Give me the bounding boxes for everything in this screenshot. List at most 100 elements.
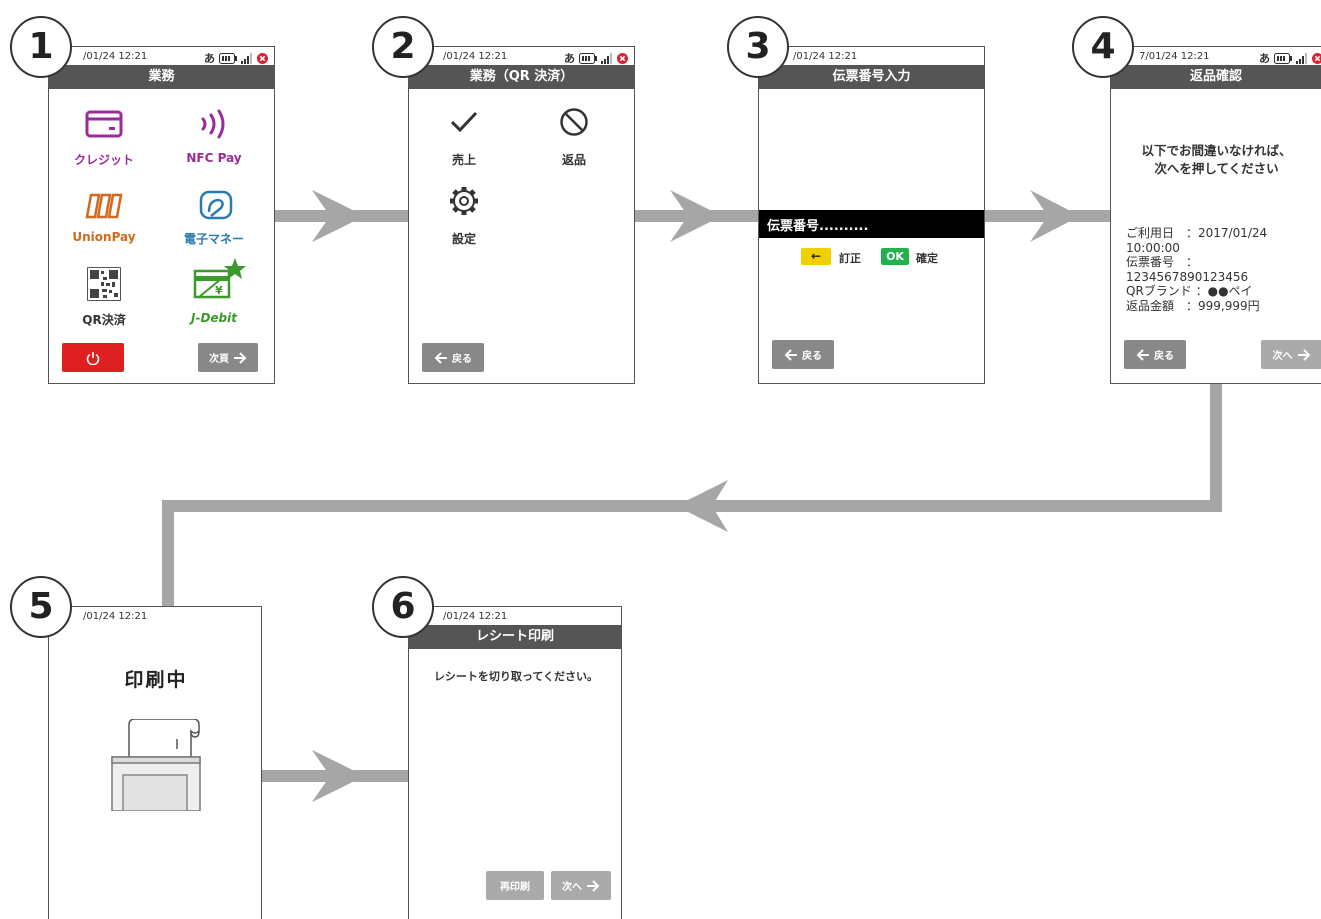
menu-item-sales[interactable]: 売上 [451,153,476,167]
menu-item-refund[interactable]: 返品 [561,153,586,167]
step-badge-1: 1 [10,16,72,78]
power-icon [86,351,100,365]
status-time: /01/24 12:21 [83,51,148,62]
arrow-right-icon [587,879,600,892]
flow-arrow-2-3 [670,190,722,242]
error-icon [1312,52,1321,64]
status-bar: 7/01/24 12:21 あ [1111,47,1321,66]
emoney-icon [199,190,233,220]
arrow-left-icon [1136,348,1149,361]
screen-2-qr-menu: /01/24 12:21 あ 業務（QR 決済） 売上 返品 設定 戻る [408,46,635,384]
jdebit-icon: ¥ [193,258,246,299]
detail-line: 伝票番号 ： [1126,255,1199,269]
slip-number-input[interactable]: 伝票番号.......... [759,210,984,238]
tile-label-unionpay[interactable]: UnionPay [72,230,136,244]
next-page-button[interactable]: 次頁 [198,343,258,372]
battery-icon [1274,52,1292,64]
battery-icon [219,52,237,64]
screen-title: 業務（QR 決済） [409,65,634,89]
status-time: /01/24 12:21 [793,51,858,62]
back-label: 戻る [1154,351,1174,362]
screen-5-printing: /01/24 12:21 印刷中 [48,606,262,919]
refund-details: ご利用日 ：2017/01/24 10:00:00 伝票番号 ： 1234567… [1126,226,1267,313]
power-button[interactable] [62,343,124,372]
step-badge-6: 6 [372,576,434,638]
back-button[interactable]: 戻る [772,340,834,369]
back-button[interactable]: 戻る [422,343,484,372]
arrow-left-icon [784,348,797,361]
signal-icon [1296,52,1307,64]
next-label: 次へ [1272,351,1293,362]
screen-title: 返品確認 [1111,65,1321,89]
detail-line: ご利用日 ：2017/01/24 [1126,226,1268,240]
ok-key[interactable]: OK [881,248,909,265]
error-icon [617,52,628,64]
back-button[interactable]: 戻る [1124,340,1186,369]
gear-icon [450,187,478,215]
flow-line-4-5 [162,384,1222,606]
signal-icon [601,52,612,64]
detail-line: 返品金額 ：999,999円 [1126,298,1260,313]
tile-label-credit[interactable]: クレジット [73,153,134,167]
tile-label-emoney[interactable]: 電子マネー [183,232,244,246]
qr-code-icon [87,267,121,301]
receipt-message: レシートを切り取ってください。 [433,670,599,683]
status-bar: /01/24 12:21 [409,607,621,626]
unionpay-icon [85,193,123,219]
menu-item-settings[interactable]: 設定 [451,232,476,246]
arrow-right-icon [234,351,247,364]
confirm-message-line2: 次へを押してください [1154,161,1279,176]
step-badge-3: 3 [727,16,789,78]
next-page-label: 次頁 [209,354,229,365]
status-bar: /01/24 12:21 あ [409,47,634,66]
signal-icon [241,52,252,64]
tile-label-jdebit[interactable]: J-Debit [191,311,237,325]
screen-3-slip-number: /01/24 12:21 伝票番号入力 伝票番号.......... ← 訂正 … [758,46,985,384]
step-badge-5: 5 [10,576,72,638]
input-mode-a-icon: あ [1259,52,1270,65]
printer-icon [111,719,201,811]
arrow-right-icon [1297,348,1310,361]
step-badge-2: 2 [372,16,434,78]
prohibit-icon [560,108,588,136]
next-button[interactable]: 次へ [1261,340,1321,369]
status-time: /01/24 12:21 [83,611,148,622]
screen-4-refund-confirm: 7/01/24 12:21 あ 返品確認 以下でお間違いなければ、 次へを押して… [1110,46,1321,384]
detail-line: QRブランド ：●●ペイ [1126,284,1253,298]
next-button[interactable]: 次へ [551,871,611,900]
credit-card-icon [85,110,123,138]
flow-arrow-3-4 [1030,190,1080,242]
next-label: 次へ [562,882,582,893]
confirm-label: 確定 [916,252,938,265]
reprint-label: 再印刷 [500,882,530,893]
flow-arrow-4-5 [676,480,728,532]
status-time: /01/24 12:21 [443,611,508,622]
input-mode-a-icon: あ [564,52,575,65]
tile-label-nfc[interactable]: NFC Pay [186,151,242,165]
tile-label-qr[interactable]: QR決済 [82,313,126,327]
status-bar: /01/24 12:21 あ [49,47,274,66]
arrow-left-icon [434,351,447,364]
slip-number-field: 伝票番号.......... [767,219,869,234]
flow-arrow-1-2 [312,190,365,242]
back-label: 戻る [452,354,472,365]
check-icon [450,111,478,133]
svg-text:¥: ¥ [215,284,223,297]
screen-6-receipt-print: /01/24 12:21 レシート印刷 レシートを切り取ってください。 再印刷 … [408,606,622,919]
correct-key[interactable]: ← [801,248,831,265]
correct-label: 訂正 [839,252,861,265]
flow-arrow-5-6 [312,750,365,802]
input-mode-a-icon: あ [204,52,215,65]
step-badge-4: 4 [1072,16,1134,78]
back-label: 戻る [802,351,822,362]
confirm-message-line1: 以下でお間違いなければ、 [1141,143,1292,158]
status-time: /01/24 12:21 [443,51,508,62]
screen-title: 業務 [49,65,274,89]
screen-title: 伝票番号入力 [759,65,984,89]
reprint-button[interactable]: 再印刷 [486,871,544,900]
status-bar: /01/24 12:21 [49,607,261,626]
detail-line: 1234567890123456 [1126,269,1249,284]
confirm-message: 以下でお間違いなければ、 次へを押してください [1111,142,1321,178]
nfc-icon [201,109,225,139]
